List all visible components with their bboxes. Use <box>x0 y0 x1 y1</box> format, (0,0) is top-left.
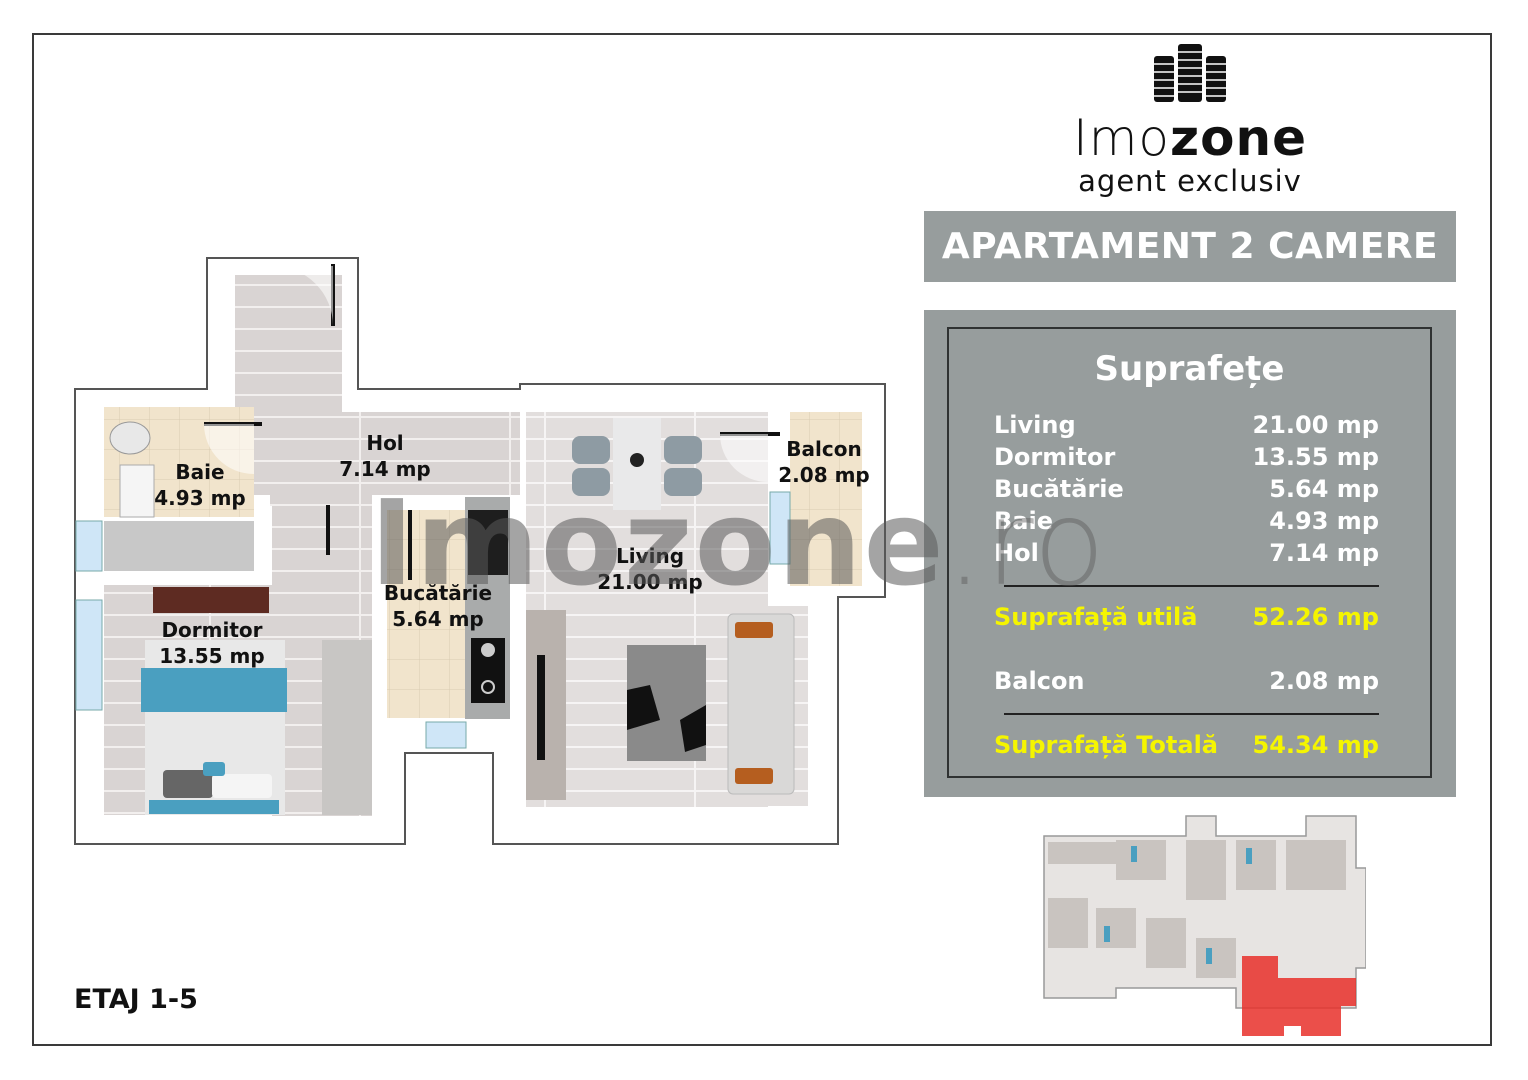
bed-cover <box>141 668 287 712</box>
divider <box>1004 713 1379 715</box>
hol-floor <box>235 275 520 506</box>
chair <box>572 468 610 496</box>
window <box>75 599 103 711</box>
title-bar: APARTAMENT 2 CAMERE <box>924 211 1456 282</box>
chair <box>572 436 610 464</box>
floor-label: ETAJ 1-5 <box>74 984 198 1015</box>
surface-value: 13.55 mp <box>1252 443 1379 471</box>
surface-label: Living <box>994 411 1076 439</box>
floor-plan <box>74 257 886 845</box>
surface-row-living: Living 21.00 mp <box>994 411 1379 439</box>
surface-value: 7.14 mp <box>1269 539 1379 567</box>
desk <box>153 587 269 613</box>
surface-row-bucatarie: Bucătărie 5.64 mp <box>994 475 1379 503</box>
surface-label: Bucătărie <box>994 475 1124 503</box>
window <box>75 520 103 572</box>
surfaces-box: Suprafețe Living 21.00 mp Dormitor 13.55 m… <box>947 327 1432 778</box>
pillow <box>735 622 773 638</box>
chair <box>664 468 702 496</box>
surface-value: 52.26 mp <box>1252 603 1379 631</box>
tv-cabinet <box>526 610 566 800</box>
surfaces-panel: Suprafețe Living 21.00 mp Dormitor 13.55 m… <box>924 310 1456 797</box>
pillow <box>212 774 272 798</box>
surface-row-baie: Baie 4.93 mp <box>994 507 1379 535</box>
building-key-plan <box>1043 815 1366 1036</box>
brand-light: Imo <box>1072 109 1171 167</box>
surface-label: Baie <box>994 507 1053 535</box>
sofa <box>727 613 795 795</box>
surface-row-total: Suprafață Totală 54.34 mp <box>994 731 1379 759</box>
highlighted-unit <box>1242 956 1356 1036</box>
brand-tagline: agent exclusiv <box>1078 164 1302 198</box>
divider <box>1004 585 1379 587</box>
pillow <box>735 768 773 784</box>
page-title: APARTAMENT 2 CAMERE <box>941 226 1439 267</box>
surface-value: 21.00 mp <box>1252 411 1379 439</box>
surface-label: Suprafață Totală <box>994 731 1219 759</box>
pillow <box>163 770 213 798</box>
surface-value: 2.08 mp <box>1269 667 1379 695</box>
wardrobe <box>322 640 372 815</box>
surface-row-dormitor: Dormitor 13.55 mp <box>994 443 1379 471</box>
sheet-border <box>32 33 1492 1046</box>
surface-value: 54.34 mp <box>1252 731 1379 759</box>
balcon-floor <box>790 412 862 586</box>
imozone-logo: Imozone agent exclusiv <box>1060 42 1320 196</box>
surface-label: Suprafață utilă <box>994 603 1198 631</box>
brand-name: Imozone <box>1060 110 1320 166</box>
fridge <box>468 510 508 575</box>
toilet <box>109 421 151 455</box>
tv <box>537 655 545 760</box>
surface-row-useful: Suprafață utilă 52.26 mp <box>994 603 1379 631</box>
balcon-window <box>769 491 791 565</box>
kitchen-window <box>425 721 467 749</box>
buildings-icon <box>1154 44 1226 102</box>
chair <box>664 436 702 464</box>
surface-label: Balcon <box>994 667 1085 695</box>
surface-value: 4.93 mp <box>1269 507 1379 535</box>
surface-value: 5.64 mp <box>1269 475 1379 503</box>
brand-bold: zone <box>1170 109 1307 167</box>
bucatarie-floor <box>387 510 465 718</box>
surface-row-hol: Hol 7.14 mp <box>994 539 1379 567</box>
sink <box>119 464 155 518</box>
surface-label: Dormitor <box>994 443 1116 471</box>
surfaces-heading: Suprafețe <box>1094 349 1285 389</box>
surface-row-balcony: Balcon 2.08 mp <box>994 667 1379 695</box>
surface-label: Hol <box>994 539 1039 567</box>
baie-closet <box>104 521 254 571</box>
